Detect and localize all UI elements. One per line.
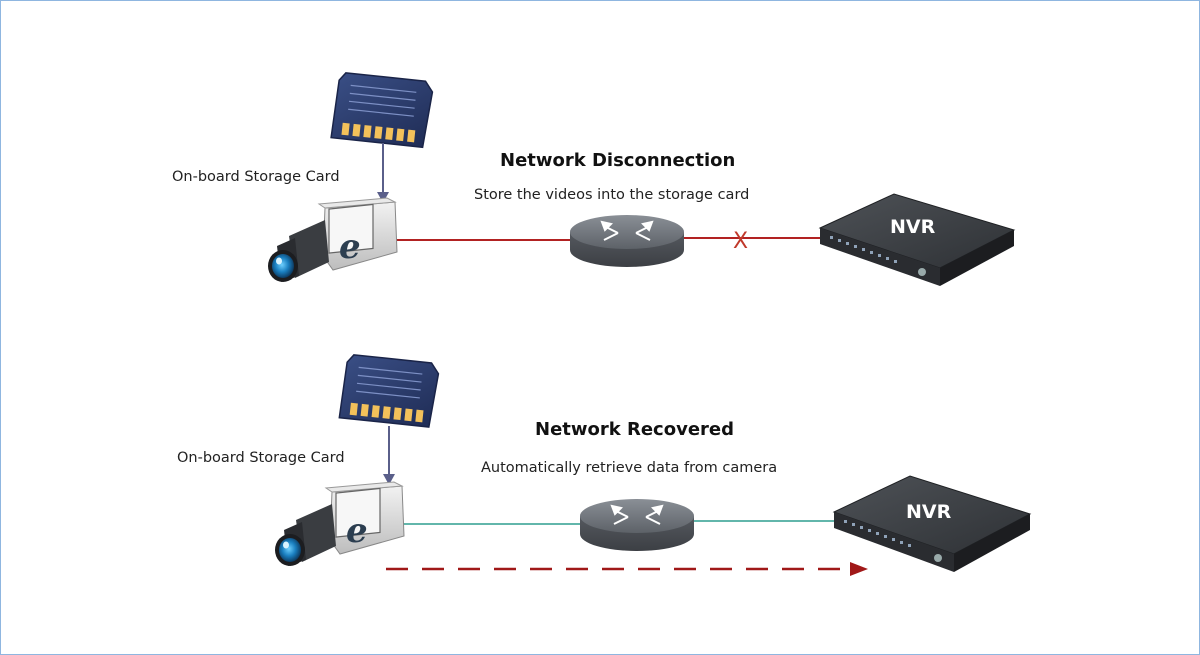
nvr-icon: NVR: [832, 475, 1032, 572]
sd-card-icon: [338, 354, 440, 428]
retrieve-arrow-head: [850, 562, 868, 576]
ip-camera-icon: e: [275, 481, 405, 566]
top-title: Network Disconnection: [500, 150, 735, 171]
bottom-title: Network Recovered: [535, 419, 734, 440]
ip-camera-icon: e: [268, 197, 398, 282]
link-break-icon: X: [733, 229, 748, 254]
top-storage-label: On-board Storage Card: [172, 169, 340, 185]
bottom-nvr-label: NVR: [906, 501, 952, 523]
bottom-scene: On-board Storage Card e: [177, 354, 1032, 576]
bottom-storage-label: On-board Storage Card: [177, 450, 345, 466]
bottom-subtitle: Automatically retrieve data from camera: [481, 460, 777, 476]
camera-badge-e: e: [346, 511, 368, 551]
top-subtitle: Store the videos into the storage card: [474, 187, 749, 203]
nvr-icon: NVR: [818, 193, 1016, 286]
sd-card-icon: [330, 72, 434, 149]
camera-badge-e: e: [339, 227, 361, 267]
top-scene: X On-board Storage Card: [172, 72, 1016, 286]
top-nvr-label: NVR: [890, 216, 936, 238]
router-icon: [580, 499, 694, 551]
router-icon: [570, 215, 684, 267]
